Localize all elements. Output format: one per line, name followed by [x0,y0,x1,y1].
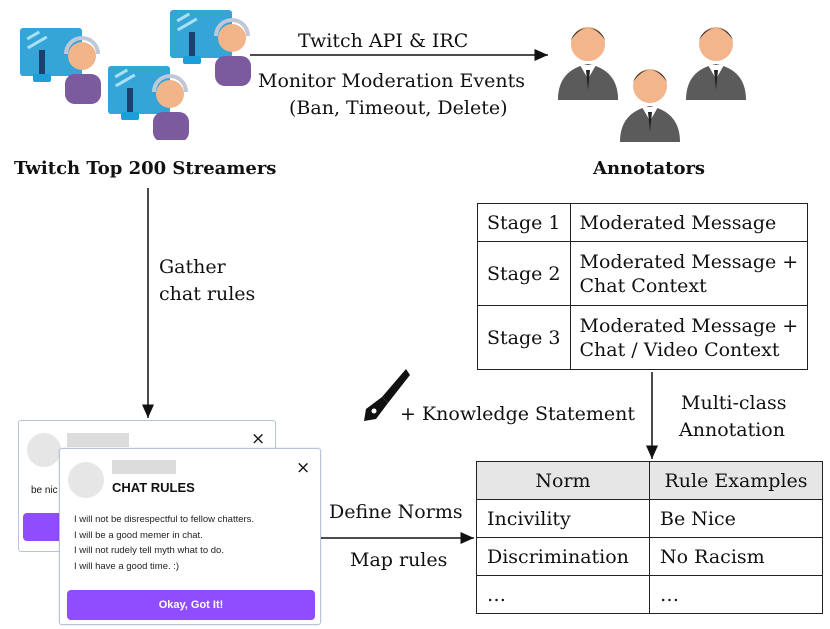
chat-rules-card: × CHAT RULES I will not be disrespectful… [59,448,321,625]
norm-cell: … [476,575,650,614]
knowledge-label: + Knowledge Statement [400,403,636,425]
list-item: I will not rudely tell myth what to do. [74,545,224,556]
norms-header-rule: Rule Examples [649,461,823,500]
list-item: I will not be disrespectful to fellow ch… [74,514,255,525]
stage-name: Stage 3 [477,305,571,370]
stage-row: Stage 2 Moderated Message +Chat Context [477,241,809,306]
rule-cell: … [649,575,823,614]
stage-desc: Moderated Message +Chat / Video Context [569,305,809,370]
norms-header-row: Norm Rule Examples [476,461,823,500]
list-item: I will be a good memer in chat. [74,529,203,541]
arrow-label-monitor: Monitor Moderation Events [258,70,526,92]
close-icon[interactable]: × [251,429,266,449]
stage-name: Stage 1 [477,203,571,242]
table-row: Incivility Be Nice [476,499,823,538]
stage-name: Stage 2 [477,241,571,306]
avatar [27,433,61,467]
define-norms-label: Define Norms [329,501,463,523]
rule-cell: No Racism [649,537,823,576]
annotators-title: Annotators [593,158,706,179]
streamer-icon [20,8,253,140]
annotator-icon [558,27,746,142]
gather-label-1: Gather [159,256,226,278]
username-placeholder [67,433,129,447]
back-card-text: be nic [31,485,58,496]
chat-rules-title: CHAT RULES [112,480,195,495]
back-card-button[interactable] [23,513,63,541]
stage-row: Stage 3 Moderated Message +Chat / Video … [477,305,809,370]
username-placeholder [112,460,176,474]
stage-desc: Moderated Message +Chat Context [569,241,809,306]
multiclass-label-2: Annotation [679,419,785,441]
rule-cell: Be Nice [649,499,823,538]
arrow-label-api: Twitch API & IRC [298,30,469,52]
norm-cell: Incivility [476,499,650,538]
streamers-title: Twitch Top 200 Streamers [14,158,277,179]
okay-got-it-button[interactable]: Okay, Got It! [67,590,315,620]
table-row: Discrimination No Racism [476,537,823,576]
stage-desc: Moderated Message [569,203,809,242]
norms-table: Norm Rule Examples Incivility Be Nice Di… [476,461,823,614]
list-item: I will have a good time. :) [74,560,180,572]
pen-nib-icon [364,369,410,421]
table-row: … … [476,575,823,614]
arrow-label-events: (Ban, Timeout, Delete) [289,97,508,119]
norm-cell: Discrimination [476,537,650,576]
stages-table: Stage 1 Moderated Message Stage 2 Modera… [477,203,809,370]
avatar [68,462,104,498]
stage-row: Stage 1 Moderated Message [477,203,809,242]
gather-label-2: chat rules [159,283,256,305]
map-rules-label: Map rules [350,549,448,571]
norms-header-norm: Norm [476,461,650,500]
multiclass-label-1: Multi-class [681,392,787,414]
close-icon[interactable]: × [296,458,311,478]
chat-rules-list: I will not be disrespectful to fellow ch… [74,512,254,574]
